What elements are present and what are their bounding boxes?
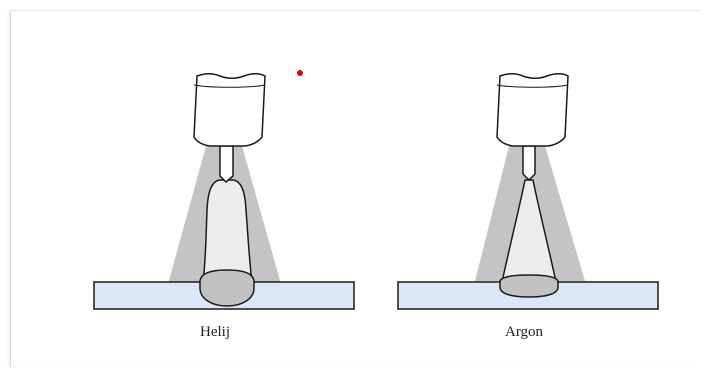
argon-torch-nozzle bbox=[496, 73, 569, 147]
helium-electrode bbox=[219, 145, 234, 184]
marker-dot bbox=[297, 70, 303, 76]
argon-torch-rim bbox=[496, 84, 569, 88]
argon-weld-pool bbox=[499, 274, 559, 298]
argon-electrode bbox=[522, 145, 536, 182]
helium-label: Helij bbox=[200, 324, 230, 340]
image-frame bbox=[10, 10, 701, 367]
helium-panel bbox=[93, 73, 355, 310]
argon-panel bbox=[397, 73, 659, 310]
helium-torch-nozzle bbox=[193, 73, 266, 147]
helium-torch-rim bbox=[193, 84, 266, 88]
helium-arc bbox=[202, 179, 253, 283]
helium-weld-pool bbox=[199, 269, 255, 307]
argon-label: Argon bbox=[505, 324, 544, 340]
